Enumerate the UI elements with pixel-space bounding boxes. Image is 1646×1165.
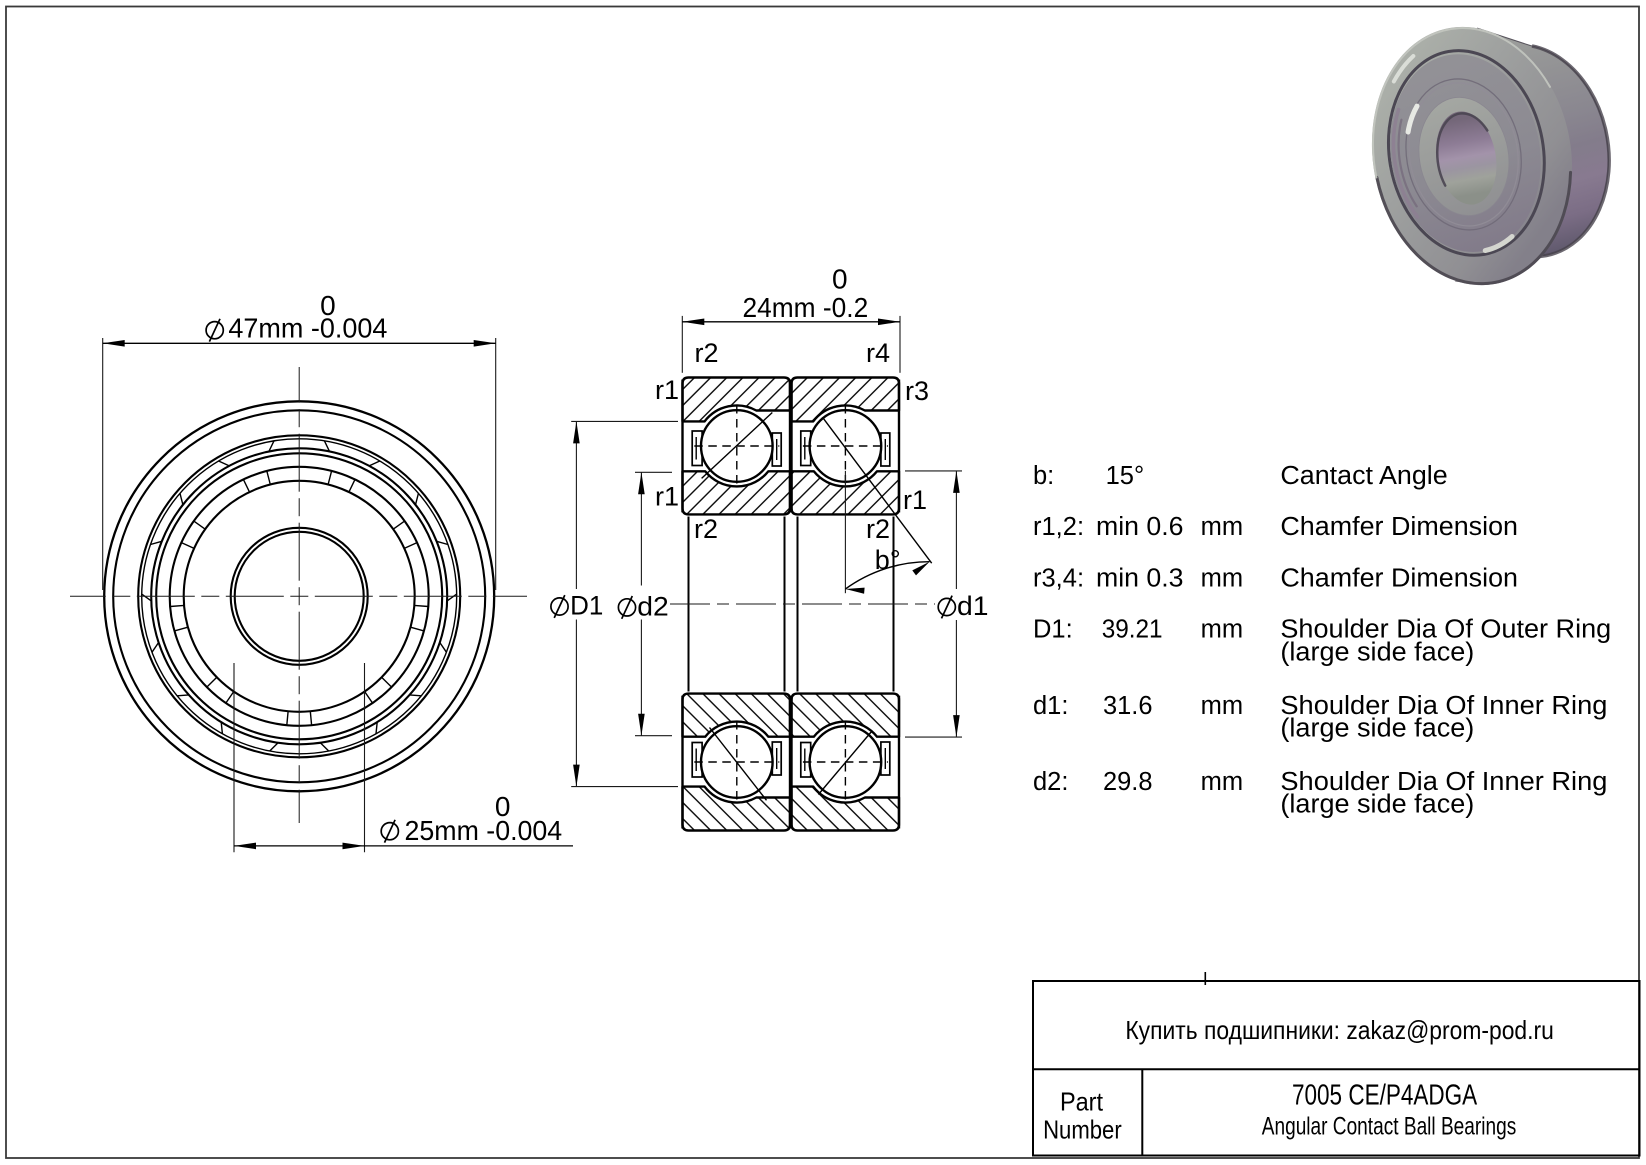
svg-text:D1:: D1: [1033, 616, 1073, 644]
svg-text:Chamfer Dimension: Chamfer Dimension [1280, 513, 1518, 541]
svg-text:25mm -0.004: 25mm -0.004 [405, 815, 563, 846]
svg-text:Number: Number [1043, 1114, 1122, 1144]
svg-text:47mm -0.004: 47mm -0.004 [228, 313, 387, 344]
svg-text:mm: mm [1201, 513, 1243, 541]
svg-text:24mm -0.2: 24mm -0.2 [743, 292, 869, 323]
svg-text:39.21: 39.21 [1102, 616, 1163, 644]
svg-text:Cantact Angle: Cantact Angle [1280, 462, 1447, 490]
svg-text:Shoulder Dia Of Outer Ring: Shoulder Dia Of Outer Ring [1280, 616, 1611, 644]
svg-text:0: 0 [320, 290, 336, 321]
svg-text:31.6: 31.6 [1103, 692, 1153, 720]
svg-text:Angular Contact Ball Bearings: Angular Contact Ball Bearings [1262, 1113, 1517, 1141]
svg-text:(large side face): (large side face) [1280, 715, 1474, 743]
svg-text:mm: mm [1201, 616, 1243, 644]
svg-text:Shoulder Dia Of Inner Ring: Shoulder Dia Of Inner Ring [1280, 768, 1607, 796]
svg-text:mm: mm [1201, 692, 1243, 720]
svg-text:b:: b: [1033, 462, 1054, 490]
svg-text:(large side face): (large side face) [1280, 639, 1474, 667]
svg-text:Купить подшипники: zakaz@prom-: Купить подшипники: zakaz@prom-pod.ru [1125, 1015, 1554, 1045]
svg-text:r2: r2 [866, 514, 890, 544]
svg-text:Part: Part [1060, 1086, 1104, 1116]
svg-text:d2: d2 [637, 591, 669, 621]
svg-text:15°: 15° [1106, 462, 1145, 490]
svg-text:29.8: 29.8 [1103, 768, 1153, 796]
svg-text:d2:: d2: [1033, 768, 1068, 796]
svg-text:r1: r1 [903, 485, 927, 515]
svg-text:D1: D1 [570, 590, 603, 620]
svg-text:r1: r1 [655, 482, 679, 512]
svg-text:min 0.3: min 0.3 [1096, 564, 1184, 592]
svg-text:7005 CE/P4ADGA: 7005 CE/P4ADGA [1292, 1080, 1478, 1112]
svg-text:d1: d1 [957, 591, 989, 621]
svg-text:mm: mm [1201, 768, 1243, 796]
svg-text:r3,4:: r3,4: [1033, 564, 1084, 592]
svg-text:r2: r2 [694, 514, 718, 544]
svg-text:r1,2:: r1,2: [1033, 513, 1084, 541]
svg-text:min 0.6: min 0.6 [1096, 513, 1184, 541]
svg-text:r2: r2 [695, 338, 719, 368]
svg-text:mm: mm [1201, 564, 1243, 592]
svg-text:r4: r4 [866, 338, 890, 368]
svg-text:(large side face): (large side face) [1280, 791, 1474, 819]
svg-text:Shoulder Dia Of Inner Ring: Shoulder Dia Of Inner Ring [1280, 692, 1607, 720]
svg-text:Chamfer Dimension: Chamfer Dimension [1280, 564, 1518, 592]
svg-text:0: 0 [495, 791, 511, 822]
svg-text:0: 0 [832, 264, 848, 295]
svg-text:d1:: d1: [1033, 692, 1068, 720]
svg-text:b°: b° [875, 545, 901, 575]
svg-text:r3: r3 [905, 376, 929, 406]
svg-text:r1: r1 [655, 375, 679, 405]
